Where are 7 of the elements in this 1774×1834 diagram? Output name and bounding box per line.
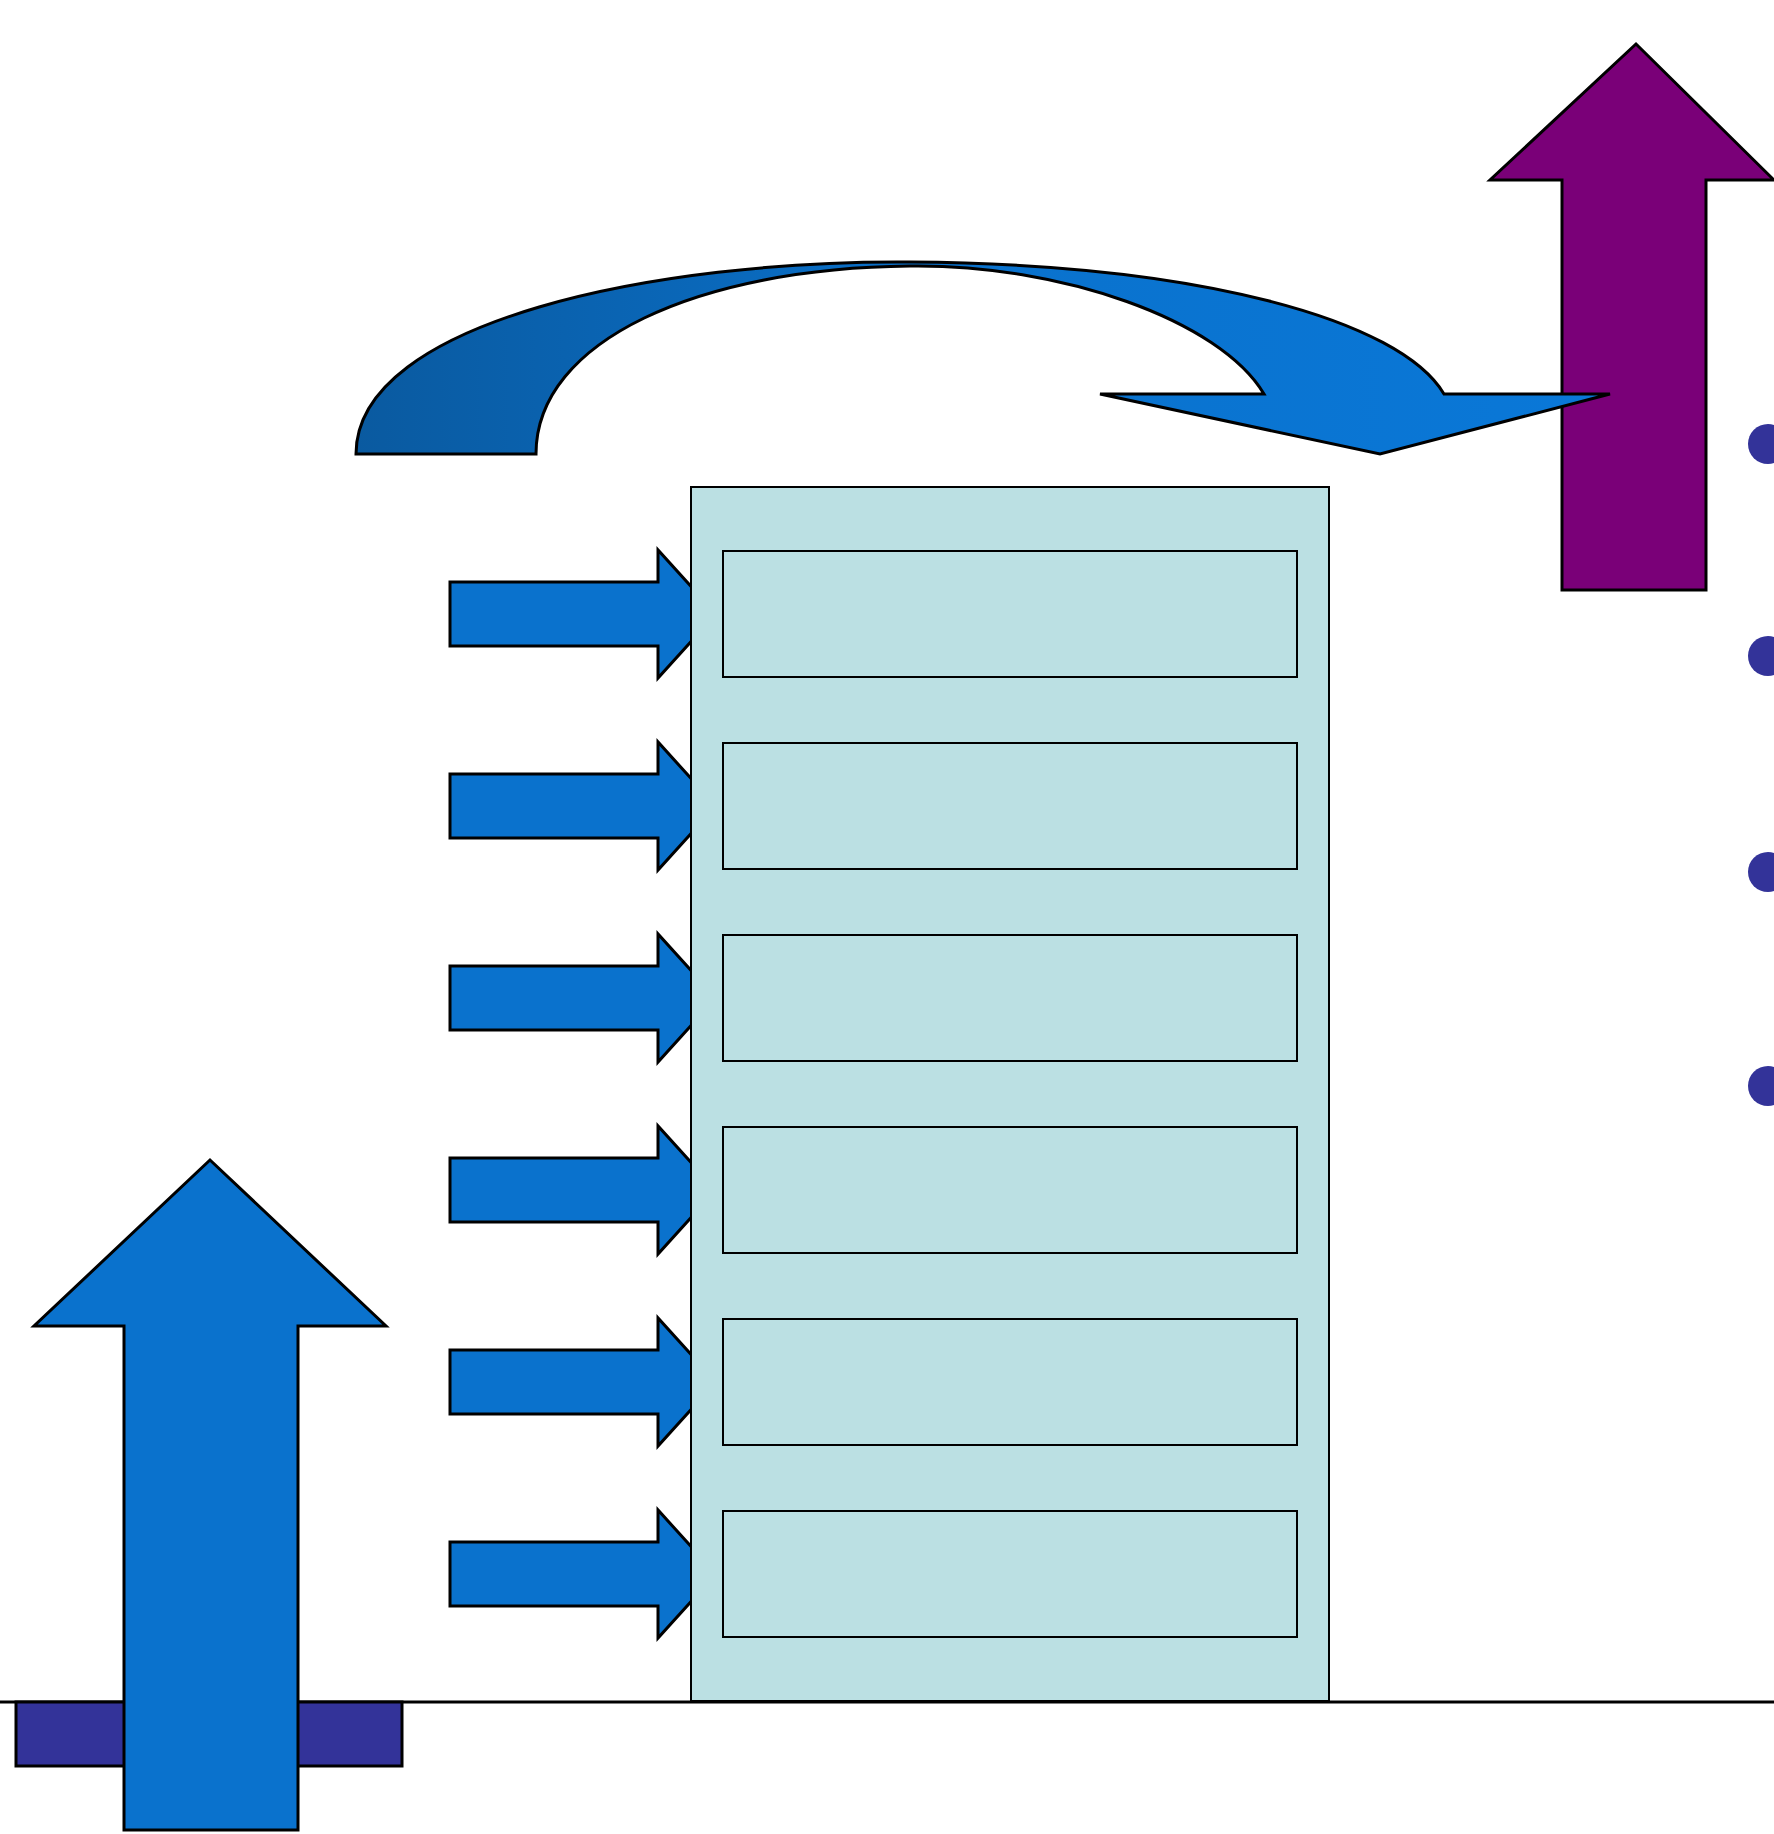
container-box bbox=[690, 486, 1330, 1702]
slot-box bbox=[722, 550, 1298, 678]
slot-box bbox=[722, 1510, 1298, 1638]
slot-box bbox=[722, 742, 1298, 870]
slot-box bbox=[722, 1126, 1298, 1254]
slot-box bbox=[722, 934, 1298, 1062]
slot-box bbox=[722, 1318, 1298, 1446]
